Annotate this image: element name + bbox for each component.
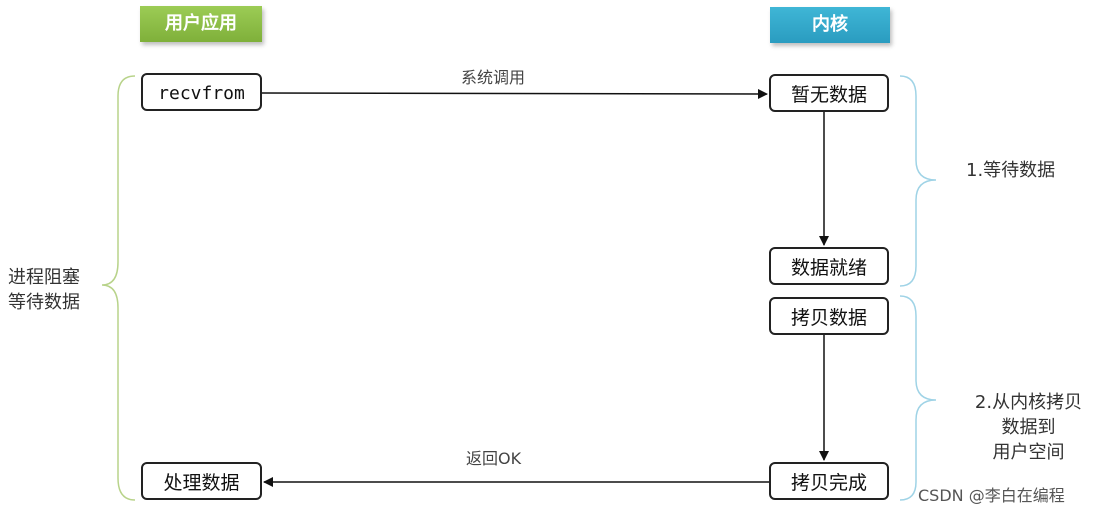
- blocking-label: 进程阻塞 等待数据: [8, 265, 98, 315]
- return-ok-label: 返回OK: [466, 449, 522, 468]
- copy-data-box: 拷贝数据: [769, 297, 889, 335]
- copy-done-box: 拷贝完成: [769, 462, 889, 500]
- user-app-header: 用户应用: [140, 6, 262, 42]
- kernel-header: 内核: [770, 7, 890, 43]
- phase2-label-line3: 用户空间: [992, 442, 1065, 463]
- data-ready-box: 数据就绪: [769, 247, 889, 285]
- syscall-label: 系统调用: [461, 68, 526, 87]
- phase1-brace: [899, 75, 937, 287]
- phase2-label-line2: 数据到: [1001, 417, 1056, 438]
- phase2-brace: [899, 295, 937, 501]
- syscall-arrow: [261, 88, 768, 99]
- phase2-label-line1: 2.从内核拷贝: [974, 392, 1083, 413]
- blocking-label-line1: 进程阻塞: [8, 267, 80, 288]
- phase1-label: 1.等待数据: [966, 160, 1056, 181]
- no-data-box: 暂无数据: [769, 74, 889, 112]
- phase2-label: 2.从内核拷贝 数据到 用户空间: [966, 390, 1091, 465]
- blocking-brace: [101, 75, 136, 501]
- recvfrom-box: recvfrom: [141, 73, 262, 111]
- process-data-box: 处理数据: [141, 462, 262, 500]
- blocking-label-line2: 等待数据: [8, 292, 80, 313]
- watermark: CSDN @李白在编程: [918, 486, 1065, 505]
